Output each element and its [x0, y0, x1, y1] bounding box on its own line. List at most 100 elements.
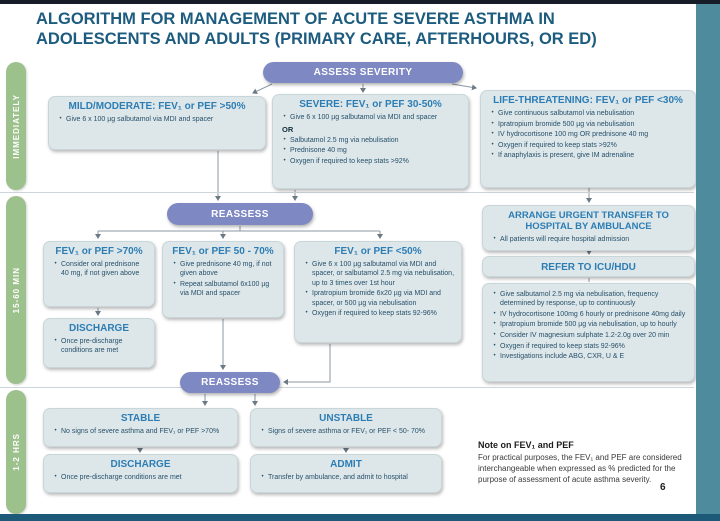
bullet-text: Once pre-discharge conditions are met: [61, 474, 182, 481]
bullet-dot: •: [493, 321, 496, 328]
bullet-item: • Salbutamol 2.5 mg via nebulisation: [279, 136, 462, 146]
bullet-dot: •: [491, 141, 494, 148]
node-unstable: UNSTABLE •Signs of severe asthma or FEV₁…: [250, 408, 442, 447]
bullet-dot: •: [491, 110, 494, 116]
bullet-item: • Transfer by ambulance, and admit to hos…: [257, 473, 435, 483]
bullet-item: •All patients will require hospital admi…: [489, 235, 688, 245]
timeline-immediately-label: IMMEDIATELY: [11, 93, 21, 159]
node-refer-icu-title: REFER TO ICU/HDU: [541, 262, 636, 273]
node-stable-bullets: •No signs of severe asthma and FEV₁ or P…: [50, 427, 231, 437]
bullet-dot: •: [305, 290, 308, 297]
node-life-threatening: LIFE-THREATENING: FEV₁ or PEF <30% •Give…: [480, 90, 696, 188]
bullet-dot: •: [173, 280, 176, 287]
bullet-text: If anaphylaxis is present, give IM adren…: [498, 152, 635, 160]
bullet-dot: •: [493, 310, 496, 317]
node-discharge-2: DISCHARGE • Once pre-discharge conditions…: [43, 454, 238, 493]
page-number: 6: [660, 482, 666, 493]
bullet-item: •Ipratropium bromide 500 µg via nebulisa…: [489, 320, 688, 330]
bullet-dot: •: [54, 474, 57, 480]
note-on-fev-pef: Note on FEV₁ and PEF For practical purpo…: [478, 440, 688, 485]
node-refer-icu-body: •Give salbutamol 2.5 mg via nebulisation…: [482, 283, 695, 382]
node-mild-moderate: MILD/MODERATE: FEV₁ or PEF >50% •Give 6 …: [48, 96, 266, 150]
bullet-item: •Investigations include ABG, CXR, U & E: [489, 352, 688, 362]
bullet-dot: •: [493, 332, 496, 339]
node-severe-title: SEVERE: FEV₁ or PEF 30-50%: [299, 99, 442, 110]
bullet-dot: •: [59, 116, 62, 122]
bullet-item: • Repeat salbutamol 6x100 µg via MDI and …: [169, 280, 277, 299]
bullet-or-separator: OR: [282, 124, 294, 134]
bullet-text: Prednisone 40 mg: [290, 147, 347, 155]
node-discharge-1-title: DISCHARGE: [68, 323, 129, 334]
node-refer-icu-bullets: •Give salbutamol 2.5 mg via nebulisation…: [489, 290, 688, 362]
node-fev-50-70-title: FEV₁ or PEF 50 - 70%: [172, 246, 274, 257]
node-fev-lt50-title: FEV₁ or PEF <50%: [334, 246, 422, 257]
bullet-dot: •: [173, 261, 176, 267]
bullet-text: Consider oral prednisone 40 mg, if not g…: [61, 261, 140, 278]
section-divider-1: [0, 192, 694, 193]
node-stable: STABLE •No signs of severe asthma and FE…: [43, 408, 238, 447]
node-life-threatening-title: LIFE-THREATENING: FEV₁ or PEF <30%: [493, 95, 683, 106]
bullet-item: •Signs of severe asthma or FEV₁ or PEF <…: [257, 427, 435, 437]
node-reassess-1-label: REASSESS: [211, 208, 269, 220]
bullet-dot: •: [491, 152, 494, 159]
node-fev-50-70-bullets: •Give prednisone 40 mg, if not given abo…: [169, 260, 277, 299]
bullet-dot: •: [305, 310, 308, 317]
bullet-text: IV hydrocortisone 100 mg OR prednisone 4…: [498, 131, 649, 139]
bullet-text: Consider IV magnesium sulphate 1.2-2.0g …: [500, 332, 670, 340]
note-body: For practical purposes, the FEV₁ and PEF…: [478, 453, 682, 484]
bullet-dot: •: [283, 147, 286, 154]
bullet-dot: •: [261, 428, 264, 434]
bottom-edge-bar: [0, 514, 720, 521]
bullet-item: •Oxygen if required to keep stats 92-96%: [489, 342, 688, 352]
node-discharge-2-title: DISCHARGE: [110, 459, 171, 470]
bullet-dot: •: [283, 136, 286, 143]
bullet-item: • Oxygen if required to keep stats >92%: [487, 141, 689, 151]
note-heading: Note on FEV₁ and PEF: [478, 440, 574, 450]
bullet-text: Once pre-discharge conditions are met: [61, 338, 123, 355]
timeline-15-60-min: 15-60 MIN: [6, 196, 26, 384]
bullet-text: Repeat salbutamol 6x100 µg via MDI and s…: [180, 280, 270, 298]
bullet-item: •Oxygen if required to keep stats >92%: [279, 157, 462, 167]
bullet-dot: •: [54, 338, 57, 344]
bullet-text: Oxygen if required to keep stats 92-96%: [500, 342, 625, 350]
timeline-1-2-hrs-label: 1-2 HRS: [11, 433, 21, 471]
bullet-text: Give 6 x 100 µg salbutamol via MDI and s…: [66, 116, 214, 123]
bullet-dot: •: [305, 261, 308, 267]
bullet-item: • Prednisone 40 mg: [279, 146, 462, 156]
timeline-15-60-min-label: 15-60 MIN: [11, 266, 21, 314]
node-discharge-2-bullets: • Once pre-discharge conditions are met: [50, 473, 231, 483]
node-arrange-transfer-title: ARRANGE URGENT TRANSFER TO HOSPITAL BY A…: [508, 210, 669, 233]
bullet-text: Give 6 x 100 µg salbutamol via MDI and s…: [312, 261, 455, 287]
node-severe: SEVERE: FEV₁ or PEF 30-50% •Give 6 x 100…: [272, 94, 469, 189]
bullet-item: •Ipratropium bromide 6x20 µg via MDI and…: [301, 289, 455, 308]
bullet-item: •Give salbutamol 2.5 mg via nebulisation…: [489, 290, 688, 309]
top-edge-bar: [0, 0, 720, 4]
timeline-1-2-hrs: 1-2 HRS: [6, 390, 26, 514]
node-arrange-transfer: ARRANGE URGENT TRANSFER TO HOSPITAL BY A…: [482, 205, 695, 251]
node-admit: ADMIT • Transfer by ambulance, and admit …: [250, 454, 442, 493]
node-admit-title: ADMIT: [330, 459, 362, 470]
bullet-item: •IV hydrocortisone 100 mg OR prednisone …: [487, 130, 689, 140]
bullet-dot: •: [261, 474, 264, 480]
node-admit-bullets: • Transfer by ambulance, and admit to hos…: [257, 473, 435, 483]
bullet-text: Oxygen if required to keep stats >92%: [290, 157, 409, 165]
node-discharge-1-bullets: • Once pre-discharge conditions are met: [50, 337, 148, 356]
node-fev-lt50-bullets: • Give 6 x 100 µg salbutamol via MDI and …: [301, 260, 455, 319]
bullet-text: All patients will require hospital admis…: [500, 235, 630, 243]
bullet-text: Transfer by ambulance, and admit to hosp…: [268, 474, 408, 481]
node-unstable-title: UNSTABLE: [319, 413, 373, 424]
node-severe-bullets: •Give 6 x 100 µg salbutamol via MDI and …: [279, 113, 462, 166]
bullet-text: Oxygen if required to keep stats >92%: [498, 141, 617, 149]
node-reassess-2: REASSESS: [180, 372, 280, 393]
bullet-item: • If anaphylaxis is present, give IM adre…: [487, 151, 689, 161]
bullet-text: IV hydrocortisone 100mg 6 hourly or pred…: [500, 310, 686, 318]
bullet-text: Oxygen if required to keep stats 92-96%: [312, 310, 437, 318]
node-unstable-bullets: •Signs of severe asthma or FEV₁ or PEF <…: [257, 427, 435, 437]
node-mild-moderate-bullets: • Give 6 x 100 µg salbutamol via MDI and …: [55, 115, 259, 125]
bullet-item: • Consider IV magnesium sulphate 1.2-2.0g…: [489, 331, 688, 341]
bullet-text: Salbutamol 2.5 mg via nebulisation: [290, 136, 399, 144]
node-refer-icu-header: REFER TO ICU/HDU: [482, 256, 695, 277]
node-assess-severity: ASSESS SEVERITY: [263, 62, 463, 83]
